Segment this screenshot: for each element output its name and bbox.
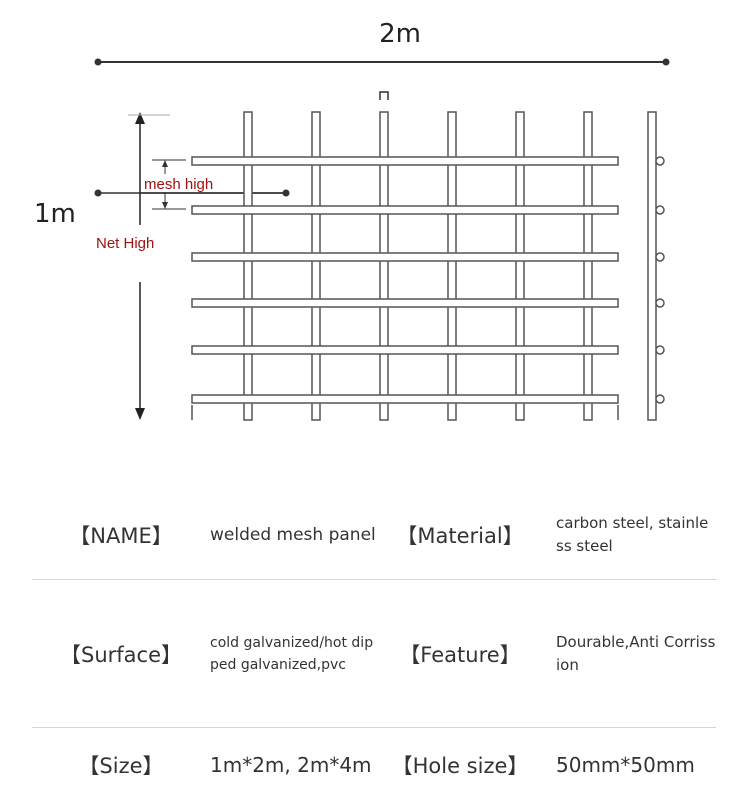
spec-label-hole-size: 【Hole size】 — [391, 754, 529, 778]
vertical-wire — [515, 111, 525, 421]
spec-value-feature: Dourable,Anti Corrission — [556, 632, 716, 674]
spec-value-surface: cold galvanized/hot dipped galvanized,pv… — [210, 634, 374, 673]
spec-label-surface: 【Surface】 — [59, 642, 182, 667]
mesh-high-label: mesh high — [144, 176, 213, 193]
spec-value-material: carbon steel, stainless steel — [556, 513, 709, 555]
width-dimension-end-right — [662, 58, 670, 66]
spec-table: 【NAME】 welded mesh panel 【Material】 carb… — [32, 490, 716, 802]
horizontal-wire — [191, 394, 619, 404]
spec-label-feature: 【Feature】 — [399, 642, 521, 667]
side-view-circle — [655, 298, 665, 308]
horizontal-wire — [191, 205, 619, 215]
spec-value-size: 1m*2m, 2m*4m — [210, 753, 372, 777]
mesh-panel-diagram: 2m 1m Net High mesh high — [34, 19, 670, 421]
spec-row: 【Surface】 cold galvanized/hot dipped gal… — [32, 580, 716, 728]
vertical-wire — [311, 111, 321, 421]
spec-row: 【NAME】 welded mesh panel 【Material】 carb… — [32, 490, 716, 580]
mesh-high-label-bg — [142, 174, 236, 192]
horizontal-wire — [191, 298, 619, 308]
spec-label-material: 【Material】 — [396, 523, 524, 548]
net-high-arrowhead-down — [135, 408, 145, 420]
horizontal-wire — [191, 345, 619, 355]
side-view-circle — [655, 394, 665, 404]
height-label: 1m — [34, 199, 76, 229]
side-view-circle — [655, 205, 665, 215]
side-view-wire — [647, 111, 657, 421]
height-pointer-end-left — [94, 189, 102, 197]
vertical-wire — [447, 111, 457, 421]
spec-value-name: welded mesh panel — [210, 524, 376, 545]
side-view-circle — [655, 252, 665, 262]
top-marker — [379, 91, 389, 100]
side-view-circles — [655, 156, 665, 404]
vertical-wire — [379, 111, 389, 421]
vertical-wire — [583, 111, 593, 421]
spec-label-size: 【Size】 — [78, 754, 164, 778]
mesh-high-arrowhead-up — [162, 160, 168, 167]
vertical-wire — [243, 111, 253, 421]
mesh-high-arrowhead-down — [162, 202, 168, 209]
width-label: 2m — [379, 19, 421, 49]
side-view-circle — [655, 156, 665, 166]
net-high-arrowhead-up — [135, 112, 145, 124]
horizontal-wires — [191, 156, 619, 404]
horizontal-wire — [191, 156, 619, 166]
horizontal-wire — [191, 252, 619, 262]
side-view-circle — [655, 345, 665, 355]
spec-row: 【Size】 1m*2m, 2m*4m 【Hole size】 50mm*50m… — [32, 728, 716, 802]
spec-label-name: 【NAME】 — [69, 523, 173, 548]
spec-value-hole-size: 50mm*50mm — [556, 753, 695, 777]
width-dimension-end-left — [94, 58, 102, 66]
net-high-label: Net High — [96, 235, 154, 252]
vertical-wires — [243, 111, 593, 421]
